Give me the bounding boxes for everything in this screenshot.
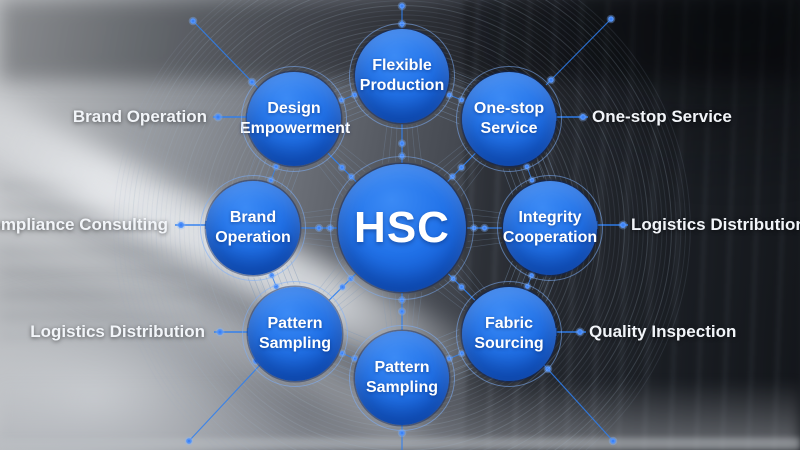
outer-label-compliance-consulting: Compliance Consulting <box>0 215 168 234</box>
satellite-label: Flexible Production <box>359 57 445 94</box>
satellite-label: One-stop Service <box>473 100 545 137</box>
satellite-label: Pattern Sampling <box>258 315 331 352</box>
satellite-label: Fabric Sourcing <box>474 315 544 352</box>
satellite-pattern-sampling-bottom-left: Pattern Sampling <box>242 281 348 387</box>
outer-label-logistics-distribution-right: Logistics Distribution <box>631 215 800 234</box>
satellite-one-stop-service: One-stop Service <box>456 66 562 172</box>
satellite-pattern-sampling-bottom: Pattern Sampling <box>349 325 455 431</box>
satellite-design-empowerment: Design Empowerment <box>240 66 350 172</box>
satellite-label: Pattern Sampling <box>365 359 438 396</box>
satellite-label: Integrity Cooperation <box>502 209 598 246</box>
satellite-brand-operation: Brand Operation <box>200 175 306 281</box>
outer-label-logistics-distribution-left: Logistics Distribution <box>30 322 205 341</box>
outer-label-brand-operation: Brand Operation <box>72 107 207 126</box>
satellite-flexible-production: Flexible Production <box>349 23 455 129</box>
hub-circle-hsc: HSC <box>330 156 474 300</box>
satellite-label: Design Empowerment <box>240 100 351 137</box>
outer-label-one-stop-service: One-stop Service <box>592 107 732 126</box>
outer-label-quality-inspection: Quality Inspection <box>589 322 737 341</box>
hub-label: HSC <box>354 203 450 252</box>
satellite-fabric-sourcing: Fabric Sourcing <box>456 281 562 387</box>
satellite-label: Brand Operation <box>215 209 291 246</box>
satellite-integrity-cooperation: Integrity Cooperation <box>497 175 603 281</box>
